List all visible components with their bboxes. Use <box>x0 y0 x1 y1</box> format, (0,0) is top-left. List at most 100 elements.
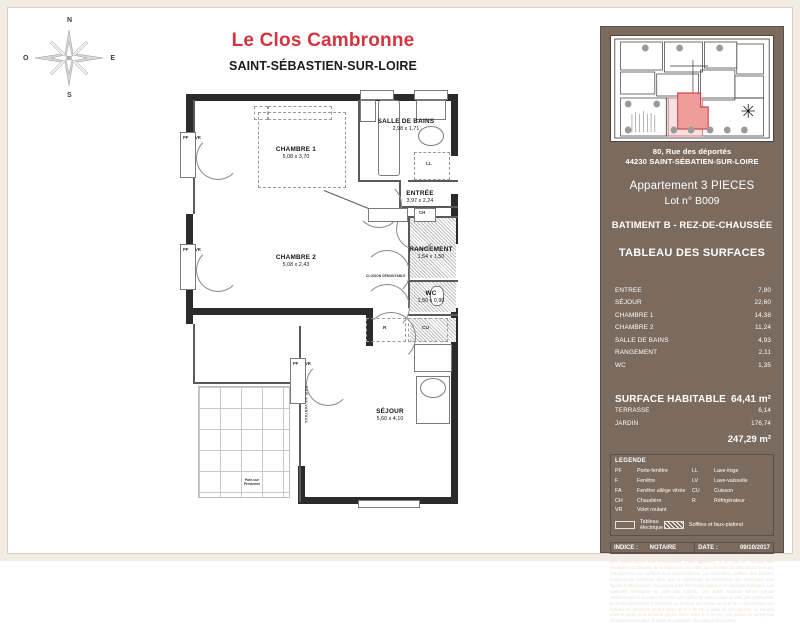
legend-item-pf: PF Porte-fenêtre <box>615 467 692 477</box>
fixture-oven <box>414 344 452 372</box>
surface-value-entree: 7,80 <box>758 287 771 294</box>
wall-right-upper <box>451 94 458 156</box>
door-swing-kitchen <box>366 312 416 362</box>
room-label-wc: WC 1,50 x 0,90 <box>400 290 462 304</box>
room-name-sejour: SÉJOUR <box>376 408 404 415</box>
legend-item-cu: CU Cuisson <box>692 487 769 497</box>
surface-name-wc: WC <box>615 361 626 369</box>
habitable-surface-row: SURFACE HABITABLE 64,41 m² <box>615 394 771 405</box>
appliance-boiler <box>414 208 436 222</box>
surface-row-chambre2: CHAMBRE 2 11,24 <box>615 322 771 334</box>
surface-name-chambre2: CHAMBRE 2 <box>615 324 654 332</box>
legend-item-ll: LL Lave-linge <box>692 467 769 477</box>
tag-vr-sejour: VR <box>305 361 311 366</box>
surface-value-rangement: 2,11 <box>758 349 771 357</box>
legend-label-soffites: Soffites et faux-plafond <box>688 522 744 529</box>
electrical-panel <box>368 208 408 222</box>
legend-code-fa: FA <box>615 487 622 494</box>
door-swing-rangement <box>364 250 410 296</box>
partition-sejour-left <box>299 326 301 384</box>
legend-code-cu: CU <box>692 487 700 494</box>
legend-item-r: R Réfrigérateur <box>692 497 769 507</box>
apartment-type: Appartement 3 PIECES <box>629 180 755 192</box>
surface-value-wc: 1,35 <box>758 361 771 369</box>
legend-label-r: Réfrigérateur <box>714 497 745 504</box>
note-pare-vue-line2: Persienné <box>243 482 261 487</box>
room-label-rangement: RANGEMENT 1,54 x 1,50 <box>400 246 462 260</box>
door-swing-entry-right <box>396 208 438 250</box>
note-cloison-demontable: CLOISON DÉMONTABLE <box>366 274 406 278</box>
legend-code-ch: CH <box>615 497 623 504</box>
appliance-fridge <box>366 318 406 342</box>
electrical-panel-swatch-icon <box>615 521 635 530</box>
door-swing-wc <box>364 284 410 330</box>
legend-label-tableau-electrique: Tableau électrique <box>640 519 663 532</box>
room-label-chambre1: CHAMBRE 1 5,08 x 3,70 <box>236 146 356 160</box>
door-swing-entry-left <box>356 182 402 228</box>
room-name-salle-de-bains: SALLE DE BAINS <box>377 118 435 125</box>
surface-name-rangement: RANGEMENT <box>615 349 658 357</box>
wall-top <box>186 94 458 101</box>
legend-column-right: LL Lave-linge LV Lave-vaisselle CU Cuiss… <box>692 467 769 516</box>
legend-label-ll: Lave-linge <box>714 468 739 475</box>
surface-value-chambre2: 11,24 <box>754 324 771 332</box>
note-baie: BAIE 3/4 VANTAUX <box>304 386 308 424</box>
legend-box: LEGENDE PF Porte-fenêtre F Fenêtre FA Fe… <box>610 454 774 537</box>
partition-entry-top <box>408 180 458 182</box>
tag-r: R <box>383 326 387 331</box>
legend-item-vr: VR Volet roulant <box>615 506 692 516</box>
room-label-chambre2: CHAMBRE 2 5,08 x 2,43 <box>236 254 356 268</box>
appliance-washer <box>414 152 450 180</box>
door-swing-chambre2 <box>196 248 240 292</box>
soffit-swatch-icon <box>663 521 684 530</box>
room-dims-chambre1: 5,08 x 3,70 <box>282 154 310 160</box>
date-label: DATE : <box>698 545 718 552</box>
legend-code-r: R <box>692 497 696 504</box>
legend-column-left: PF Porte-fenêtre F Fenêtre FA Fenêtre al… <box>615 467 692 516</box>
legend-item-f: F Fenêtre <box>615 477 692 487</box>
door-sliding-bottom <box>358 500 420 508</box>
page-border: N S E O Le Clos Cambronne SAINT-SÉBASTIE… <box>7 7 793 623</box>
legend-label-cu: Cuisson <box>714 487 734 494</box>
room-label-salle-de-bains: SALLE DE BAINS 2,98 x 1,71 <box>364 118 448 132</box>
tag-ch: CH <box>419 210 426 215</box>
legend-label-fa: Fenêtre allège vitrée <box>637 487 686 494</box>
room-dims-chambre2: 5,08 x 2,43 <box>282 262 310 268</box>
habitable-label: SURFACE HABITABLE <box>615 394 726 406</box>
legend-bottom-row: Tableau électrique Soffites et faux-plaf… <box>615 519 769 531</box>
fixture-bathtub <box>378 100 400 176</box>
room-dims-salle-de-bains: 2,98 x 1,71 <box>392 126 420 132</box>
door-swing-sejour <box>306 362 350 406</box>
surface-table: ENTREE 7,80 SÉJOUR 22,60 CHAMBRE 1 14,38… <box>615 285 771 372</box>
legend-item-ch: CH Chaudière <box>615 497 692 507</box>
wall-top-left-stub <box>186 94 193 132</box>
surface-value-sejour: 22,60 <box>754 299 771 307</box>
partition-wc-bottom <box>408 314 458 316</box>
surface-table-title: TABLEAU DES SURFACES <box>618 247 766 259</box>
furniture-nightstand-chambre1 <box>254 106 268 120</box>
surface-row-chambre1: CHAMBRE 1 14,38 <box>615 310 771 322</box>
room-dims-rangement: 1,54 x 1,50 <box>417 254 445 260</box>
room-name-chambre1: CHAMBRE 1 <box>275 146 317 153</box>
surface-row-entree: ENTREE 7,80 <box>615 285 771 297</box>
soffit-kitchen <box>410 318 456 342</box>
building-info: BATIMENT B - REZ-DE-CHAUSSÉE <box>611 220 773 231</box>
tag-vr-chambre2: VR <box>195 247 201 252</box>
legend-label-ch: Chaudière <box>637 497 662 504</box>
room-dims-entree: 3,97 x 2,24 <box>406 198 434 204</box>
partition-left-lower <box>193 324 195 384</box>
partition-bath-bottom <box>358 180 400 182</box>
tag-vr-chambre1: VR <box>195 135 201 140</box>
legend-label-pf: Porte-fenêtre <box>637 468 668 475</box>
window-bathroom <box>360 90 394 100</box>
legend-columns: PF Porte-fenêtre F Fenêtre FA Fenêtre al… <box>615 467 769 516</box>
extra-name-jardin: JARDIN <box>615 419 639 427</box>
tag-cu: CU <box>422 326 429 331</box>
tag-pf-chambre1: PF <box>183 135 189 140</box>
tag-pf-sejour: PF <box>293 361 299 366</box>
fixture-sink-bath <box>360 100 376 122</box>
info-panel: 80, Rue des déportés 44230 SAINT-SÉBATIE… <box>600 26 784 623</box>
extra-value-terrasse: 6,14 <box>758 407 771 415</box>
tag-pf-chambre2: PF <box>183 247 189 252</box>
surface-row-sejour: SÉJOUR 22,60 <box>615 297 771 309</box>
